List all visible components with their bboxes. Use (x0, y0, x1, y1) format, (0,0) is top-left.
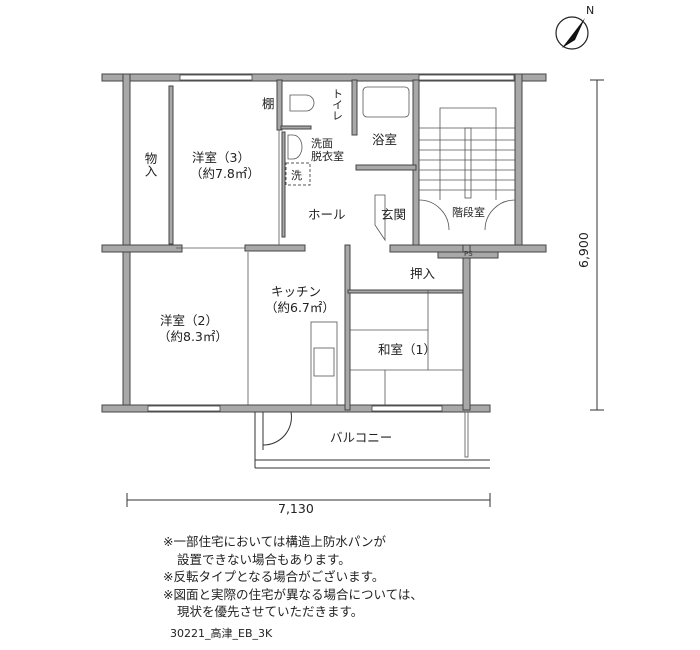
compass-icon: N (555, 4, 594, 50)
washroom-label: 洗面 (311, 137, 333, 150)
western-room-3-label: 洋室（3） (192, 150, 250, 165)
interior-lines (176, 86, 516, 469)
stairwell-label: 階段室 (452, 205, 485, 219)
closet-label: 押入 (410, 266, 436, 281)
kitchen-label: キッチン (271, 284, 321, 299)
balcony-label: バルコニー (330, 430, 392, 445)
notes: ※一部住宅においては構造上防水パンが 設置できない場合もあります。 ※反転タイプ… (163, 533, 423, 621)
width-dimension: 7,130 (278, 501, 314, 516)
western-room-3-area: （約7.8㎡） (190, 166, 260, 181)
note-line: 現状を優先させていただきます。 (177, 604, 364, 619)
toilet-label: トイレ (331, 88, 344, 121)
washer-label: 洗 (291, 169, 302, 182)
note-line: ※図面と実際の住宅が異なる場合については、 (163, 586, 423, 602)
entrance-label: 玄関 (381, 207, 406, 222)
stairs (418, 107, 516, 259)
hall-label: ホール (308, 207, 346, 222)
bathroom-label: 浴室 (372, 132, 397, 147)
note-line: ※反転タイプとなる場合がございます。 (163, 569, 385, 584)
western-room-2-area: （約8.3㎡） (158, 329, 228, 344)
shelf-label: 棚 (262, 96, 275, 111)
dimension-lines (126, 79, 604, 507)
note-line: 設置できない場合もあります。 (177, 551, 351, 567)
kitchen-area: （約6.7㎡） (265, 300, 335, 315)
depth-dimension: 6,900 (576, 232, 591, 268)
north-label: N (586, 4, 594, 17)
note-line: ※一部住宅においては構造上防水パンが (163, 534, 386, 549)
pipe-space-label: PS (464, 250, 473, 258)
walls (101, 73, 547, 413)
japanese-room-1-label: 和室（1） (378, 342, 436, 357)
washroom-label-2: 脱衣室 (311, 149, 344, 163)
storage-closet-label: 物入 (143, 152, 158, 177)
western-room-2-label: 洋室（2） (160, 313, 218, 328)
windows (147, 74, 515, 412)
plan-code: 30221_高津_EB_3K (170, 627, 273, 640)
